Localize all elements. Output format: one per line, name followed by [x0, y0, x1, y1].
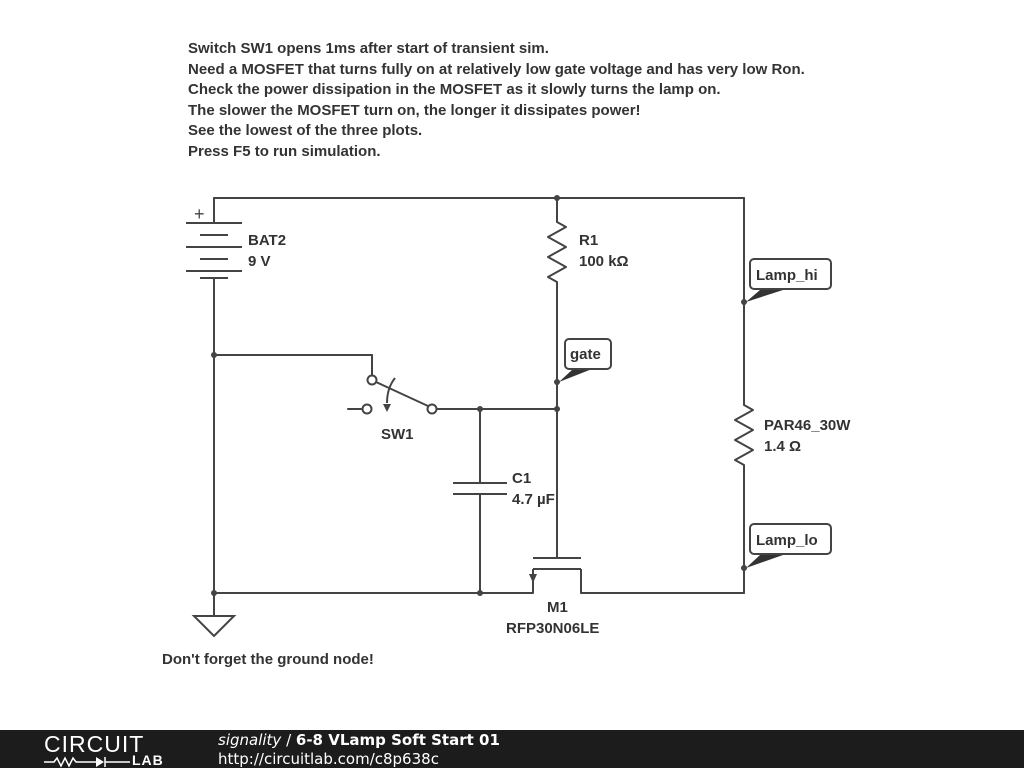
mosfet-arrow-icon [529, 574, 537, 583]
c1-name: C1 [512, 470, 531, 487]
r1-value: 100 kΩ [579, 253, 629, 270]
note-line: Switch SW1 opens 1ms after start of tran… [188, 40, 549, 57]
capacitor-c1[interactable] [453, 482, 507, 495]
lamp-name: PAR46_30W [764, 417, 851, 434]
switch-sw1[interactable] [361, 374, 438, 415]
r1-name: R1 [579, 232, 598, 249]
title-separator: / [281, 731, 296, 749]
circuit-title: signality / 6-8 VLamp Soft Start 01 [218, 731, 500, 749]
m1-name: M1 [547, 599, 568, 616]
circuit-url[interactable]: http://circuitlab.com/c8p638c [218, 750, 439, 768]
logo-top-text: CIRCUIT [44, 731, 145, 757]
battery-bat2[interactable] [186, 222, 242, 279]
probe-gate-label: gate [570, 346, 601, 363]
probe-lamp-lo[interactable]: Lamp_lo [746, 523, 832, 568]
resistor-r1[interactable] [547, 221, 567, 283]
junction-dots [211, 195, 747, 596]
note-line: Check the power dissipation in the MOSFE… [188, 81, 721, 98]
circuitlab-logo[interactable]: CIRCUIT LAB [44, 731, 176, 768]
lamp-resistor-par46[interactable] [734, 404, 754, 466]
logo-bottom-text: LAB [132, 752, 164, 768]
lamp-value: 1.4 Ω [764, 438, 801, 455]
ground-note: Don't forget the ground node! [162, 651, 374, 668]
switch-arrow-icon [383, 404, 391, 412]
battery-name: BAT2 [248, 232, 286, 249]
probe-gate[interactable]: gate [559, 338, 612, 382]
note-line: Press F5 to run simulation. [188, 142, 381, 160]
battery-value: 9 V [248, 253, 271, 270]
note-line: Need a MOSFET that turns fully on at rel… [188, 60, 805, 78]
note-line: The slower the MOSFET turn on, the longe… [188, 101, 641, 119]
m1-value: RFP30N06LE [506, 620, 599, 637]
author-link[interactable]: signality [218, 731, 282, 749]
mosfet-m1[interactable] [532, 557, 582, 593]
ground-icon[interactable] [191, 615, 237, 638]
footer-bar: CIRCUIT LAB signality / 6-8 VLamp Soft S… [0, 730, 1024, 768]
circuit-name: 6-8 VLamp Soft Start 01 [295, 731, 500, 749]
probe-lamp-hi-label: Lamp_hi [756, 267, 818, 284]
battery-polarity: + [194, 204, 205, 224]
description-notes: Switch SW1 opens 1ms after start of tran… [188, 39, 805, 162]
note-line: See the lowest of the three plots. [188, 122, 423, 139]
probe-lamp-hi[interactable]: Lamp_hi [746, 258, 832, 302]
probe-lamp-lo-label: Lamp_lo [756, 532, 818, 549]
schematic-canvas[interactable]: + BAT2 9 V R1 100 kΩ PAR46_30W 1.4 Ω SW1… [0, 0, 1024, 730]
c1-value: 4.7 µF [512, 491, 555, 508]
logo-wave-icon [44, 756, 130, 768]
sw1-name: SW1 [381, 426, 414, 443]
